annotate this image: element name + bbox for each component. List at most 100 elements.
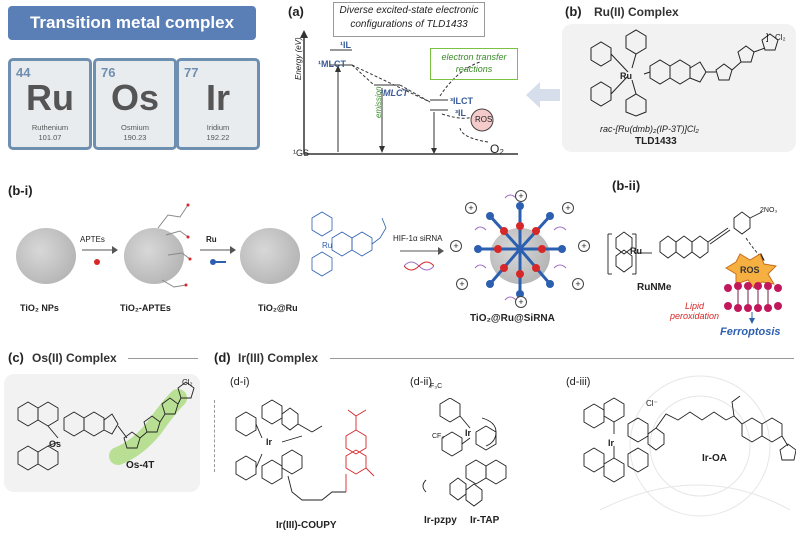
- panel-d-title: Ir(III) Complex: [238, 351, 319, 365]
- step-arrow: [200, 246, 236, 265]
- element-name: Iridium: [206, 123, 230, 132]
- state-1mlct: ¹MLCT: [318, 59, 346, 69]
- ir-atom-label: Ir: [266, 437, 273, 447]
- element-tile-ir: 77 Ir Iridium 192.22: [176, 58, 260, 150]
- y-axis-label: Energy (eV): [294, 37, 303, 80]
- panel-a-label: (a): [288, 4, 304, 19]
- panel-b-title: Ru(II) Complex: [594, 5, 679, 19]
- element-name: Ruthenium: [31, 123, 69, 132]
- electron-transfer-box: electron transfer reactions: [430, 48, 518, 80]
- f3c-label: F₃C: [430, 383, 443, 390]
- panel-d-label: (d): [214, 350, 231, 365]
- panel-di-label: (d-i): [230, 376, 250, 388]
- panel-bi-label: (b-i): [8, 183, 33, 198]
- counterion-label: Cl₂: [182, 378, 193, 387]
- panel-c-box: [4, 374, 200, 492]
- positive-charge-icon: +: [515, 190, 527, 202]
- tio2-ru-particle: [240, 228, 300, 284]
- state-3il: ³IL: [455, 108, 466, 118]
- panel-a-title-box: Diverse excited-state electronic configu…: [333, 2, 485, 37]
- step-arrow: [400, 247, 444, 255]
- counterion-label: Cl₂: [775, 33, 786, 42]
- positive-charge-icon: +: [515, 296, 527, 308]
- panel-diii-label: (d-iii): [566, 376, 591, 388]
- os-atom-label: Os: [49, 439, 62, 449]
- ir-oa-name: Ir-OA: [702, 453, 727, 464]
- panel-c-label: (c): [8, 350, 24, 365]
- transition-metal-banner: Transition metal complex: [8, 6, 256, 40]
- tio2-ru-caption: TiO₂@Ru: [258, 303, 298, 313]
- step-arrow: [82, 246, 118, 265]
- os4t-structure: [17, 381, 195, 471]
- aptes-arrow-label: APTEs: [80, 235, 105, 244]
- lipid-label: peroxidation: [670, 311, 720, 321]
- ir-coupy-structure: [235, 399, 375, 501]
- ir-atom-label: Ir: [608, 438, 615, 448]
- sirna-helix-icon: [404, 261, 434, 271]
- sirna-arrow-label: HIF-1α siRNA: [393, 234, 443, 243]
- title-line: configurations of TLD1433: [350, 19, 468, 30]
- element-symbol: Ru: [26, 77, 74, 118]
- ir-tap-name: Ir-TAP: [470, 515, 500, 526]
- positive-charge-icon: +: [450, 240, 462, 252]
- element-symbol: Os: [110, 77, 160, 118]
- element-name: Osmium: [121, 123, 149, 132]
- lipid-label: Lipid: [685, 301, 705, 311]
- ru-complex-on-particle: Ru: [311, 211, 387, 277]
- tld1433-name: TLD1433: [635, 136, 677, 147]
- panel-bii-label: (b-ii): [612, 178, 641, 193]
- ru-atom-label: Ru: [630, 246, 642, 256]
- aptes-chains: [157, 203, 192, 288]
- et-label: reactions: [455, 64, 493, 74]
- ir-pzpy-tap-structure: [422, 398, 507, 507]
- element-tile-os: 76 Os Osmium 190.23: [93, 58, 177, 150]
- ferroptosis-label: Ferroptosis: [720, 326, 781, 338]
- jablonski-diagram: [300, 30, 518, 155]
- lipid-peroxidation-label: Lipid peroxidation: [670, 301, 719, 321]
- ir-atom-label: Ir: [465, 428, 472, 438]
- tio2-nps-caption: TiO₂ NPs: [20, 303, 59, 313]
- state-3ilct: ³ILCT: [450, 96, 473, 106]
- positive-charge-icon: +: [465, 202, 477, 214]
- panel-b-box: [562, 24, 796, 152]
- atomic-number: 76: [101, 65, 116, 80]
- atomic-number: 44: [16, 65, 31, 80]
- atomic-mass: 192.22: [206, 133, 230, 142]
- chloride-label: Cl⁻: [646, 399, 658, 408]
- positive-charge-icon: +: [578, 240, 590, 252]
- ros-label: ROS: [475, 115, 493, 124]
- panel-b-label: (b): [565, 4, 582, 19]
- tio2-ru-sirna-caption: TiO₂@Ru@SiRNA: [470, 313, 555, 324]
- oxygen-label: O₂: [490, 142, 504, 156]
- tio2-nanoparticle: [16, 228, 76, 284]
- dashed-divider: [214, 400, 216, 472]
- atomic-mass: 190.23: [123, 133, 147, 142]
- left-arrow-icon: [526, 82, 560, 108]
- title-rule: [330, 358, 794, 359]
- ru-arrow-label: Ru: [206, 235, 217, 244]
- ru-atom-label: Ru: [620, 71, 632, 81]
- state-1il: ¹IL: [340, 40, 351, 50]
- atomic-mass: 101.07: [38, 133, 62, 142]
- panel-dii-label: (d-ii): [410, 376, 432, 388]
- element-symbol: Ir: [205, 77, 230, 118]
- counterion-label: 2NO₃: [760, 207, 778, 214]
- title-line: Diverse excited-state electronic: [339, 5, 479, 16]
- tio2-aptes-particle: [124, 228, 184, 284]
- runme-name: RuNMe: [637, 282, 672, 293]
- tld1433-formula: rac-[Ru(dmb)₂(IP-3T)]Cl₂: [600, 124, 699, 134]
- state-3mlct: ³MLCT: [380, 88, 408, 98]
- panel-c-title: Os(II) Complex: [32, 351, 117, 365]
- positive-charge-icon: +: [572, 278, 584, 290]
- state-1gs: ¹GS: [293, 148, 310, 158]
- ir-pzpy-name: Ir-pzpy: [424, 515, 457, 526]
- cf3-label: CF₃: [432, 433, 445, 440]
- title-rule: [128, 358, 198, 359]
- atomic-number: 77: [184, 65, 199, 80]
- tld1433-structure: ]: [590, 29, 779, 117]
- ros-burst-label: ROS: [740, 265, 760, 275]
- tio2-aptes-caption: TiO₂-APTEs: [120, 303, 171, 313]
- ir-oa-structure: [583, 395, 796, 483]
- emission-label: emission: [374, 86, 383, 118]
- svg-text:]: ]: [766, 32, 769, 42]
